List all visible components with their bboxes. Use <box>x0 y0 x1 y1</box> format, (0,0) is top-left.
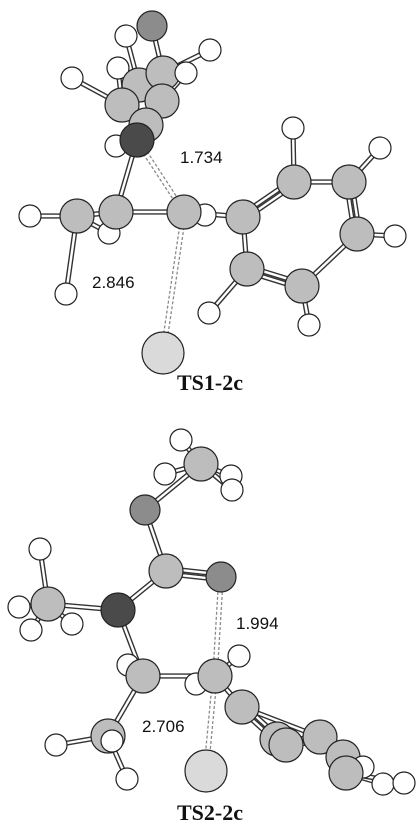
carbon-atom <box>148 553 184 589</box>
hydrogen-atom <box>7 595 31 619</box>
nitrogen-atom <box>100 592 136 628</box>
hydrogen-atom <box>18 204 42 228</box>
hydrogen-atom <box>227 644 251 668</box>
hydrogen-atom <box>383 224 407 248</box>
ts1-title: TS1-2c <box>177 370 243 395</box>
carbon-atom <box>104 87 140 123</box>
carbon-atom <box>331 164 367 200</box>
carbon-atom <box>229 251 265 287</box>
ts1-distance-label-2: 2.846 <box>92 273 135 292</box>
carbon-atom <box>302 719 338 755</box>
ts1-atoms <box>18 10 407 375</box>
hydrogen-atom <box>106 56 130 80</box>
carbon-atom <box>339 216 375 252</box>
ts2-atoms <box>7 428 416 796</box>
hydrogen-atom <box>392 771 416 795</box>
forming-bond-dashed <box>164 212 187 354</box>
carbon-atom <box>224 689 260 725</box>
carbon-atom <box>166 194 202 230</box>
hydrogen-atom <box>153 462 177 486</box>
forming-bond-dashed <box>160 211 183 353</box>
hydrogen-atom <box>197 301 221 325</box>
ts2-title: TS2-2c <box>177 800 243 825</box>
hydrogen-atom <box>60 66 84 90</box>
carbon-atom <box>268 727 304 763</box>
hydrogen-atom <box>19 618 43 642</box>
carbon-atom <box>30 586 66 622</box>
hydrogen-atom <box>114 24 138 48</box>
hydrogen-atom <box>60 612 84 636</box>
carbon-atom <box>98 194 134 230</box>
hydrogen-atom <box>174 61 198 85</box>
carbon-atom <box>183 446 219 482</box>
hydrogen-atom <box>371 772 395 796</box>
ts2-distance-label-1: 1.994 <box>236 614 279 633</box>
carbon-atom <box>328 755 364 791</box>
hydrogen-atom <box>44 733 68 757</box>
hydrogen-atom <box>220 478 244 502</box>
hydrogen-atom <box>297 313 321 337</box>
hydrogen-atom <box>28 537 52 561</box>
carbon-atom <box>284 268 320 304</box>
hydrogen-atom <box>54 282 78 306</box>
hydrogen-atom <box>368 136 392 160</box>
nitrogen-atom <box>119 122 155 158</box>
carbon-atom <box>59 198 95 234</box>
ts2-distance-label-2: 2.706 <box>142 717 185 736</box>
carbon-atom <box>197 658 233 694</box>
carbon-atom <box>125 658 161 694</box>
ts1-distance-label-1: 1.734 <box>180 148 223 167</box>
ts2-2c-structure: 1.994 2.706 TS2-2c <box>7 428 416 825</box>
hydrogen-atom <box>169 428 193 452</box>
carbon-atom <box>225 199 261 235</box>
carbon-atom <box>276 164 312 200</box>
oxygen-atom <box>129 494 161 526</box>
hydrogen-atom <box>198 38 222 62</box>
ts1-2c-structure: 1.734 2.846 TS1-2c <box>18 10 407 395</box>
hydrogen-atom <box>100 729 124 753</box>
oxygen-atom <box>205 561 237 593</box>
hydrogen-atom <box>281 116 305 140</box>
oxygen-atom <box>136 10 168 42</box>
halide-atom <box>141 331 185 375</box>
halide-atom <box>184 749 228 793</box>
hydrogen-atom <box>115 767 139 791</box>
